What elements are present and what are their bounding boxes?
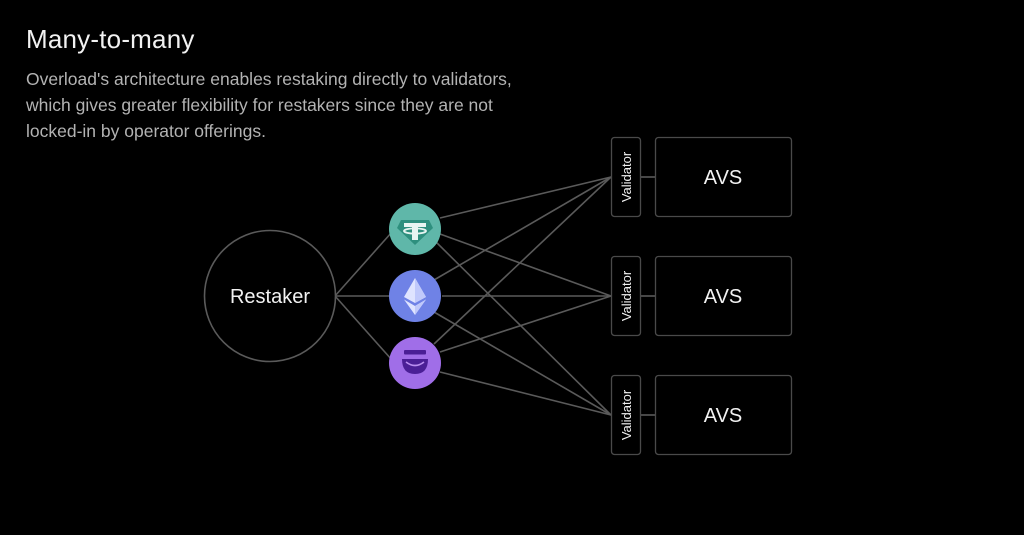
token-1-to-validator-3-line <box>433 239 612 416</box>
ethereum-token <box>389 270 441 322</box>
smiley-token <box>389 337 441 389</box>
token-3-to-validator-3-line <box>439 371 612 416</box>
token-2-to-validator-1-line <box>433 176 612 281</box>
validator-label-2: Validator <box>619 270 634 321</box>
tether-token <box>389 203 441 255</box>
token-3-to-validator-1-line <box>433 176 612 345</box>
page-title: Many-to-many <box>26 24 195 54</box>
restaker-to-token-3-line <box>334 295 393 361</box>
avs-label-3: AVS <box>704 405 743 427</box>
restaker-to-token-1-line <box>334 231 393 297</box>
token-3-to-validator-2-line <box>439 295 612 353</box>
restaker-label: Restaker <box>230 286 310 308</box>
validator-box-3: Validator <box>610 374 642 456</box>
avs-label-1: AVS <box>704 167 743 189</box>
avs-label-2: AVS <box>704 286 743 308</box>
description-line-1: Overload's architecture enables restakin… <box>26 69 512 89</box>
token-1-to-validator-2-line <box>439 233 612 297</box>
description-line-3: locked-in by operator offerings. <box>26 121 266 141</box>
avs-box-3: AVS <box>654 374 793 456</box>
description-line-2: which gives greater flexibility for rest… <box>26 95 493 115</box>
token-2-to-validator-3-line <box>433 311 612 416</box>
validator-box-1: Validator <box>610 136 642 218</box>
validator-label-3: Validator <box>619 389 634 440</box>
tether-icon <box>397 220 433 245</box>
connection-lines <box>334 176 655 416</box>
ethereum-icon <box>404 278 426 315</box>
token-1-to-validator-1-line <box>439 176 612 219</box>
validator-label-1: Validator <box>619 151 634 202</box>
smiley-token-icon <box>402 350 428 374</box>
restaker-node: Restaker <box>203 229 337 363</box>
page-description: Overload's architecture enables restakin… <box>26 66 586 144</box>
avs-box-1: AVS <box>654 136 793 218</box>
avs-box-2: AVS <box>654 255 793 337</box>
validator-box-2: Validator <box>610 255 642 337</box>
